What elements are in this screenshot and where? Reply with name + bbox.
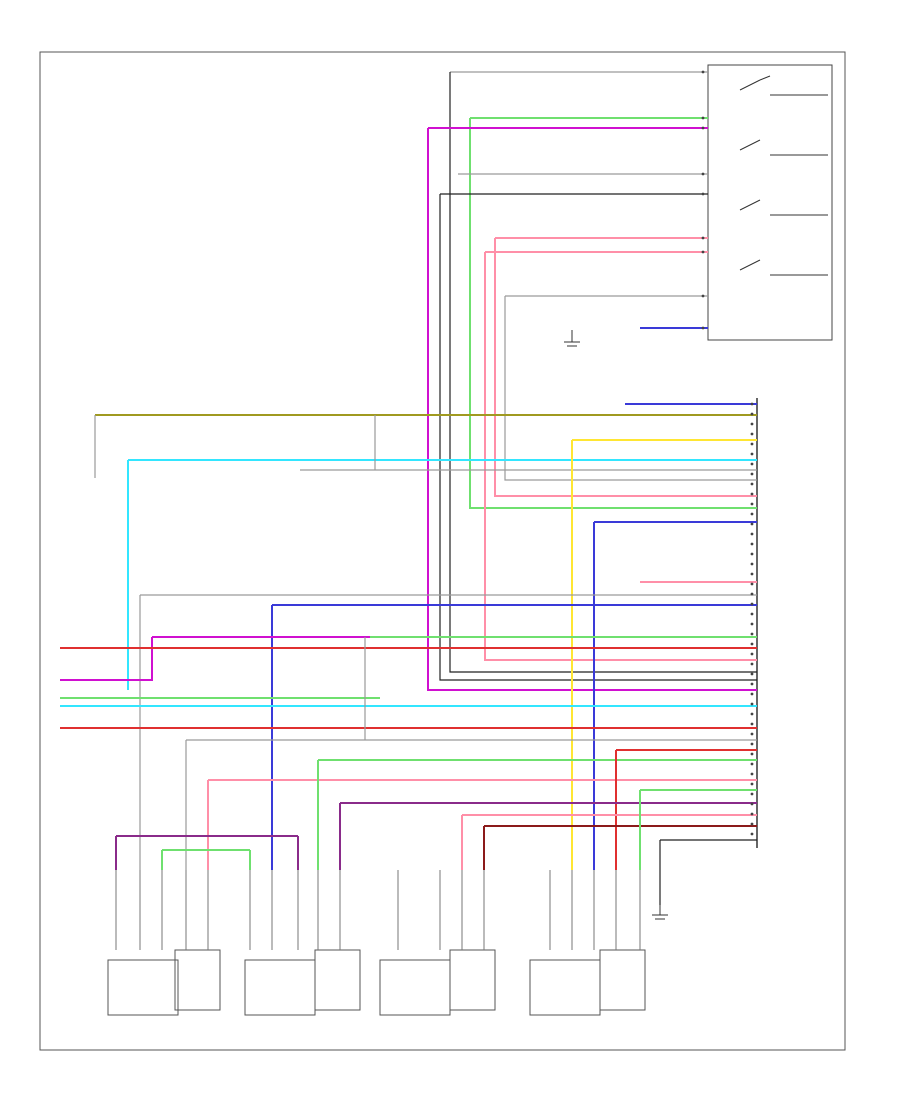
control-unit-terminal — [750, 732, 754, 736]
sensor-connector-box — [599, 949, 646, 1011]
switch-module-terminal — [701, 236, 705, 240]
sensor-connector-box — [314, 949, 361, 1011]
ground-symbol-bottom — [652, 905, 668, 920]
switch-symbols — [739, 75, 828, 276]
page-border — [39, 51, 846, 1051]
control-unit-terminal — [750, 762, 754, 766]
control-unit-terminal — [750, 672, 754, 676]
wire-violet-33 — [60, 637, 153, 681]
control-unit-terminal — [750, 632, 754, 636]
control-unit-terminal — [750, 522, 754, 526]
sensor-connector-box — [379, 959, 451, 1016]
control-unit-terminal — [750, 722, 754, 726]
control-unit-terminal — [750, 702, 754, 706]
control-unit-terminal — [750, 602, 754, 606]
sensor-connector-box — [244, 959, 316, 1016]
control-unit-terminal — [750, 832, 754, 836]
sensor-connector-box — [107, 959, 179, 1016]
control-unit-terminal — [750, 812, 754, 816]
control-unit-terminal — [750, 412, 754, 416]
connector-terminals — [701, 70, 754, 836]
switch-module-terminal — [701, 294, 705, 298]
control-unit-terminal — [750, 642, 754, 646]
control-unit-terminal — [750, 402, 754, 406]
control-unit-terminal — [750, 442, 754, 446]
control-unit-terminal — [750, 562, 754, 566]
control-unit-terminal — [750, 682, 754, 686]
control-unit-terminal — [750, 692, 754, 696]
wire-pink-10 — [494, 238, 757, 497]
control-unit-terminal — [750, 512, 754, 516]
control-unit-terminal — [750, 592, 754, 596]
control-unit-terminal — [750, 482, 754, 486]
control-unit-terminal — [750, 752, 754, 756]
lift-switch-module-box — [707, 64, 833, 341]
wire-gray-14 — [504, 296, 757, 481]
sensor-connector-box — [174, 949, 221, 1011]
wire-black-8 — [439, 194, 757, 681]
control-unit-terminal — [750, 662, 754, 666]
ground-symbol-top — [564, 330, 580, 347]
control-unit-terminal — [750, 622, 754, 626]
wire-green-3 — [469, 118, 757, 509]
control-unit-terminal — [750, 532, 754, 536]
sensor-connector-box — [449, 949, 496, 1011]
sensor-connector-box — [529, 959, 601, 1016]
wire-black-1 — [449, 72, 757, 673]
control-unit-terminal — [750, 822, 754, 826]
switch-module-terminal — [701, 116, 705, 120]
switch-module-terminal — [701, 126, 705, 130]
control-unit-terminal — [750, 792, 754, 796]
control-unit-terminal — [750, 492, 754, 496]
wires — [60, 71, 757, 905]
control-unit-terminal — [750, 612, 754, 616]
control-unit-terminal — [750, 462, 754, 466]
control-unit-terminal — [750, 542, 754, 546]
control-unit-terminal — [750, 572, 754, 576]
control-unit-terminal — [750, 452, 754, 456]
control-unit-terminal — [750, 422, 754, 426]
switch-module-terminal — [701, 250, 705, 254]
control-unit-terminal — [750, 712, 754, 716]
control-unit-terminal — [750, 582, 754, 586]
control-unit-terminal — [750, 652, 754, 656]
control-unit-terminal — [750, 472, 754, 476]
wire-violet-5 — [427, 128, 757, 691]
control-unit-terminal — [750, 502, 754, 506]
switch-module-terminal — [701, 192, 705, 196]
control-unit-terminal — [750, 802, 754, 806]
switch-module-terminal — [701, 70, 705, 74]
control-unit-terminal — [750, 432, 754, 436]
sensor-connectors — [107, 870, 646, 1016]
switch-module-terminal — [701, 326, 705, 330]
wire-pink-12 — [484, 252, 757, 661]
switch-module-terminal — [701, 172, 705, 176]
control-unit-terminal — [750, 782, 754, 786]
control-unit-terminal — [750, 742, 754, 746]
control-unit-terminal — [750, 772, 754, 776]
control-unit-terminal — [750, 552, 754, 556]
